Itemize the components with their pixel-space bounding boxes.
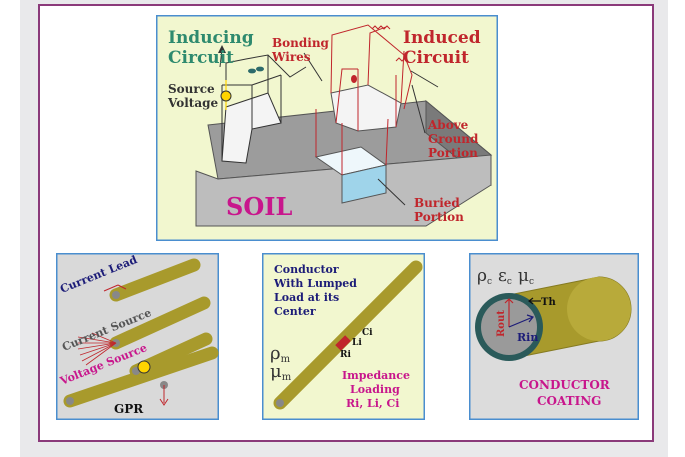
induced-circuit-drawing	[314, 24, 413, 204]
rout-label: Rout	[496, 310, 507, 337]
impedance-loading-label: Impedance Loading Ri, Li, Ci	[342, 369, 414, 410]
middle-panel: Conductor With Lumped Load at its Center…	[262, 253, 425, 420]
lumped-load	[335, 335, 351, 351]
left-panel-drawing: Current Lead Current Source Voltage Sour…	[56, 253, 219, 420]
th-label: Th	[541, 297, 556, 308]
leader-lines	[303, 52, 439, 206]
buried-portion-label: Buried Portion	[414, 196, 464, 224]
middle-panel-drawing: Conductor With Lumped Load at its Center…	[262, 253, 425, 420]
middle-conductor-rod	[273, 260, 423, 410]
ci-label: Ci	[362, 328, 373, 338]
conductor-rods	[63, 258, 219, 408]
left-panel: Current Lead Current Source Voltage Sour…	[56, 253, 219, 420]
rin-label: Rin	[517, 331, 538, 344]
induced-circuit-label: Induced Circuit	[403, 28, 487, 68]
current-lead-arrows	[103, 284, 127, 292]
inducing-circuit-label: Inducing Circuit	[168, 28, 260, 68]
bonding-wires-label: Bonding Wires	[271, 36, 333, 64]
top-panel-drawing: Inducing Circuit Bonding Wires Induced C…	[156, 15, 498, 241]
top-panel: Inducing Circuit Bonding Wires Induced C…	[156, 15, 498, 241]
voltage-source-icon	[137, 360, 151, 374]
above-ground-portion-label: Above Ground Portion	[427, 118, 483, 160]
mu-m-label: μm	[270, 361, 292, 383]
conductor-coating-caption: CONDUCTOR COATING	[519, 378, 614, 408]
soil-label: SOIL	[226, 192, 292, 221]
current-source-rays	[77, 332, 117, 366]
li-label: Li	[352, 338, 362, 348]
source-voltage-label: Source Voltage	[167, 82, 219, 110]
middle-heading: Conductor With Lumped Load at its Center	[273, 263, 361, 318]
radius-arrows	[504, 297, 541, 328]
gpr-label: GPR	[114, 402, 144, 416]
source-voltage-icon	[220, 90, 232, 102]
gpr-arrow	[159, 385, 169, 406]
ri-label: Ri	[340, 350, 351, 360]
rho-m-label: ρm	[270, 343, 291, 365]
